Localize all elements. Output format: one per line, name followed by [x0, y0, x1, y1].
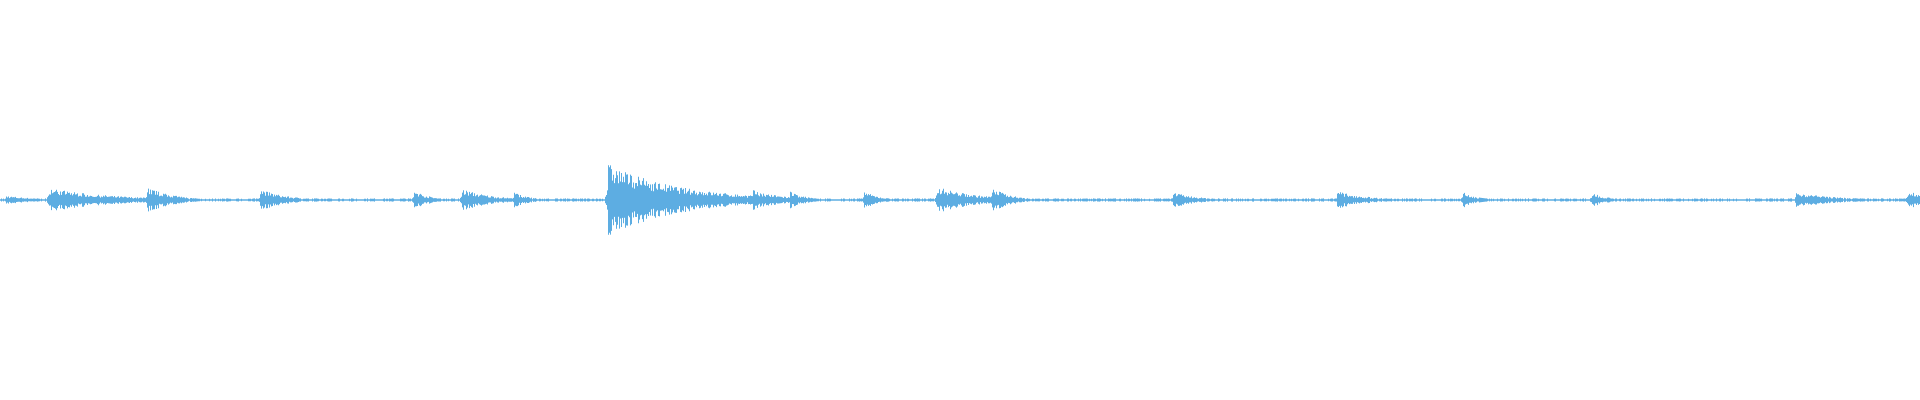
waveform-samples [1, 165, 1920, 235]
waveform-amplitude-path [1, 165, 1920, 235]
